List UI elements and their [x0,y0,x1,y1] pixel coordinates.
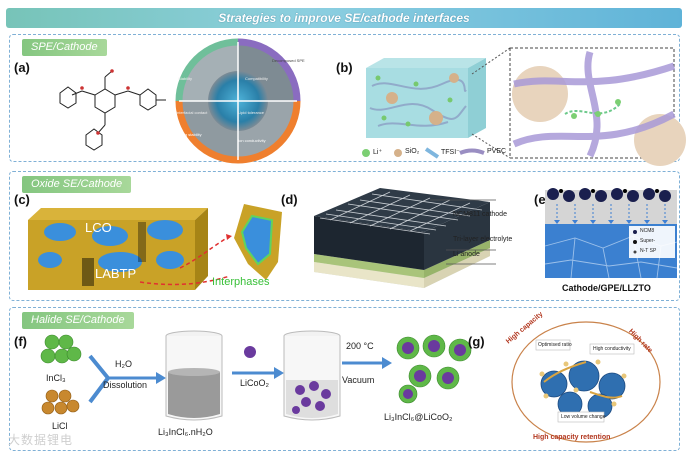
legend-nt-sp: N-T SP [640,248,657,254]
licoo2-label: LiCoO₂ [240,378,270,388]
wheel-label-interfacial-contact: Interfacial contact [176,110,208,115]
interface-zoom-view [471,47,686,166]
figure-title: Strategies to improve SE/cathode interfa… [6,8,682,28]
panel-b-label: (b) [336,60,353,75]
temperature-label: 200 °C [346,341,374,351]
mixture-beaker [283,330,341,421]
cathode-gpe-llzto-diagram [544,188,678,279]
incl3-particles [40,334,82,364]
coated-particles [396,334,472,404]
legend-tfsi: TFSI⁻ [441,149,460,156]
wheel-label-cycling-stability: Cycling stability [174,132,202,137]
property-wheel [175,38,301,164]
wheel-label-ion-conductivity: Ion conductivity [238,138,266,143]
vacuum-label: Vacuum [342,375,375,385]
panel-g-label: (g) [468,334,485,349]
legend-sio2: SiO₂ [405,148,420,155]
polymer-molecule-diagram [59,69,166,151]
h2o-label: H₂O [115,359,132,369]
legend-pvec: PVEC [487,148,507,155]
product-label: Li₃InCl₆@LiCoO₂ [384,412,453,422]
interphases-label: Interphases [212,276,270,288]
panel-f-label: (f) [14,334,27,349]
wheel-label-compatibility: Compatibility [245,76,268,81]
incl3-label: InCl₃ [46,373,66,383]
wheel-label-lipid-tolerance: Lipid tolerance [238,110,265,115]
electrolyte-cube [366,58,486,138]
lco-label: LCO [85,220,112,235]
panel-c-label: (c) [14,192,30,207]
label-ncm811-cathode: NCM811 cathode [453,211,507,218]
licoo2-arrow [232,346,284,379]
callout-high-conductivity: High conductivity [593,346,631,352]
halide-section: Halide SE/Cathode [9,307,680,451]
licl-label: LiCl [52,421,68,431]
dissolution-label: Dissolution [103,380,148,390]
watermark-logo: 大数据锂电 [8,433,74,447]
tri-layer-cell [314,188,496,288]
halide-section-title: Halide SE/Cathode [22,312,134,329]
oxide-section: Oxide SE/Cathode [9,171,680,301]
label-li-anode: Li anode [453,251,480,258]
labtp-label: LABTP [95,266,137,281]
legend-ncm8: NCM8 [640,228,655,234]
solution-beaker [165,330,223,421]
label-tri-layer-electrolyte: Tri-layer electrolyte [453,236,513,243]
oxide-section-title: Oxide SE/Cathode [22,176,132,193]
vacuum-arrow [342,357,392,369]
ring-high-capacity-retention: High capacity retention [533,434,611,441]
performance-ring-diagram [511,321,661,443]
callout-low-volume-change: Low volume change [561,414,606,420]
panel-e-caption: Cathode/GPE/LLZTO [562,283,651,293]
panel-a-label: (a) [14,60,30,75]
solution-label: Li₃InCl₆.nH₂O [158,427,213,437]
dissolution-arrow [88,354,166,404]
panel-b-legend-symbols [362,147,485,159]
callout-optimised-ratio: Optimised ratio [538,342,572,348]
panel-d-label: (d) [281,192,298,207]
lco-labtp-composite [28,204,282,290]
legend-li-ion: Li⁺ [373,149,383,156]
wheel-label-decomposed-spe: Decomposed SPE [272,58,305,63]
spe-section-title: SPE/Cathode [22,39,107,56]
licl-particles [41,389,80,415]
spe-section: SPE/Cathode [9,34,680,162]
wheel-label-stability: Stability [178,76,193,81]
legend-super: Super- [640,238,656,244]
